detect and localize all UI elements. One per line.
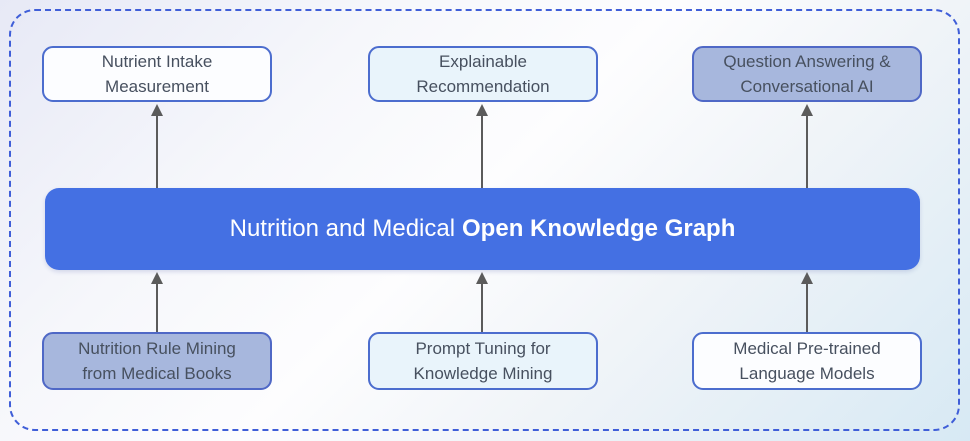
box-label: Question Answering & Conversational AI — [723, 52, 891, 96]
arrow-head-icon — [801, 104, 813, 116]
arrow-head-icon — [151, 104, 163, 116]
arrow-head-icon — [151, 272, 163, 284]
up-arrow — [476, 104, 488, 188]
arrow-line — [155, 282, 159, 332]
arrow-line — [155, 114, 159, 188]
up-arrow — [801, 272, 813, 332]
up-arrow — [801, 104, 813, 188]
up-arrow — [476, 272, 488, 332]
box-nutrient-intake-measurement: Nutrient Intake Measurement — [42, 46, 272, 102]
arrow-line — [805, 114, 809, 188]
box-label: Prompt Tuning for Knowledge Mining — [413, 339, 553, 383]
box-explainable-recommendation: Explainable Recommendation — [368, 46, 598, 102]
box-label: Nutrition Rule Mining from Medical Books — [78, 339, 236, 383]
arrow-line — [480, 282, 484, 332]
box-prompt-tuning: Prompt Tuning for Knowledge Mining — [368, 332, 598, 390]
box-label: Nutrient Intake Measurement — [101, 52, 213, 96]
box-nutrition-rule-mining: Nutrition Rule Mining from Medical Books — [42, 332, 272, 390]
arrow-head-icon — [476, 104, 488, 116]
box-medical-pretrained-language-models: Medical Pre-trained Language Models — [692, 332, 922, 390]
bar-title-regular: Nutrition and Medical — [229, 215, 456, 242]
up-arrow — [151, 104, 163, 188]
central-knowledge-graph-bar: Nutrition and Medical Open Knowledge Gra… — [45, 188, 920, 270]
up-arrow — [151, 272, 163, 332]
arrow-line — [480, 114, 484, 188]
arrow-head-icon — [801, 272, 813, 284]
box-question-answering-conversational-ai: Question Answering & Conversational AI — [692, 46, 922, 102]
bar-title-bold: Open Knowledge Graph — [462, 215, 736, 242]
arrow-line — [805, 282, 809, 332]
arrow-head-icon — [476, 272, 488, 284]
box-label: Explainable Recommendation — [416, 52, 550, 96]
box-label: Medical Pre-trained Language Models — [733, 339, 881, 383]
